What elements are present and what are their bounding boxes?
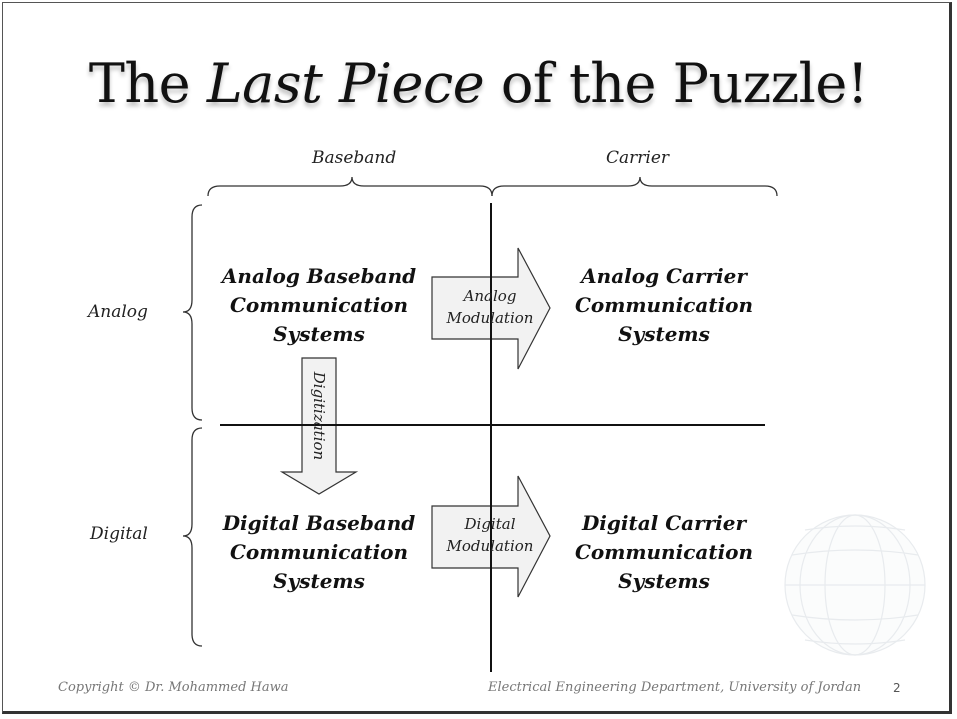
globe-watermark (784, 514, 926, 656)
digitization-label: Digitization (310, 371, 328, 461)
row-label-analog: Analog (88, 302, 148, 322)
baseband-brace (207, 176, 493, 197)
slide-title: The Last Piece of the Puzzle! (88, 52, 869, 115)
carrier-brace (491, 176, 778, 197)
analog-carrier-systems: Analog Carrier Communication Systems (574, 264, 754, 346)
page-number: 2 (893, 681, 901, 695)
digital-baseband-systems: Digital Baseband Communication Systems (222, 511, 416, 593)
analog-baseband-systems: Analog Baseband Communication Systems (221, 264, 417, 346)
digital-modulation-label: Digital Modulation (446, 515, 534, 555)
digital-brace (182, 427, 203, 647)
footer-copyright: Copyright © Dr. Mohammed Hawa (58, 680, 289, 695)
column-label-carrier: Carrier (606, 148, 670, 168)
row-label-digital: Digital (90, 524, 148, 544)
analog-modulation-label: Analog Modulation (446, 287, 534, 327)
analog-brace (182, 204, 203, 421)
footer-department: Electrical Engineering Department, Unive… (488, 680, 862, 695)
digital-carrier-systems: Digital Carrier Communication Systems (574, 511, 754, 593)
column-label-baseband: Baseband (312, 148, 397, 168)
